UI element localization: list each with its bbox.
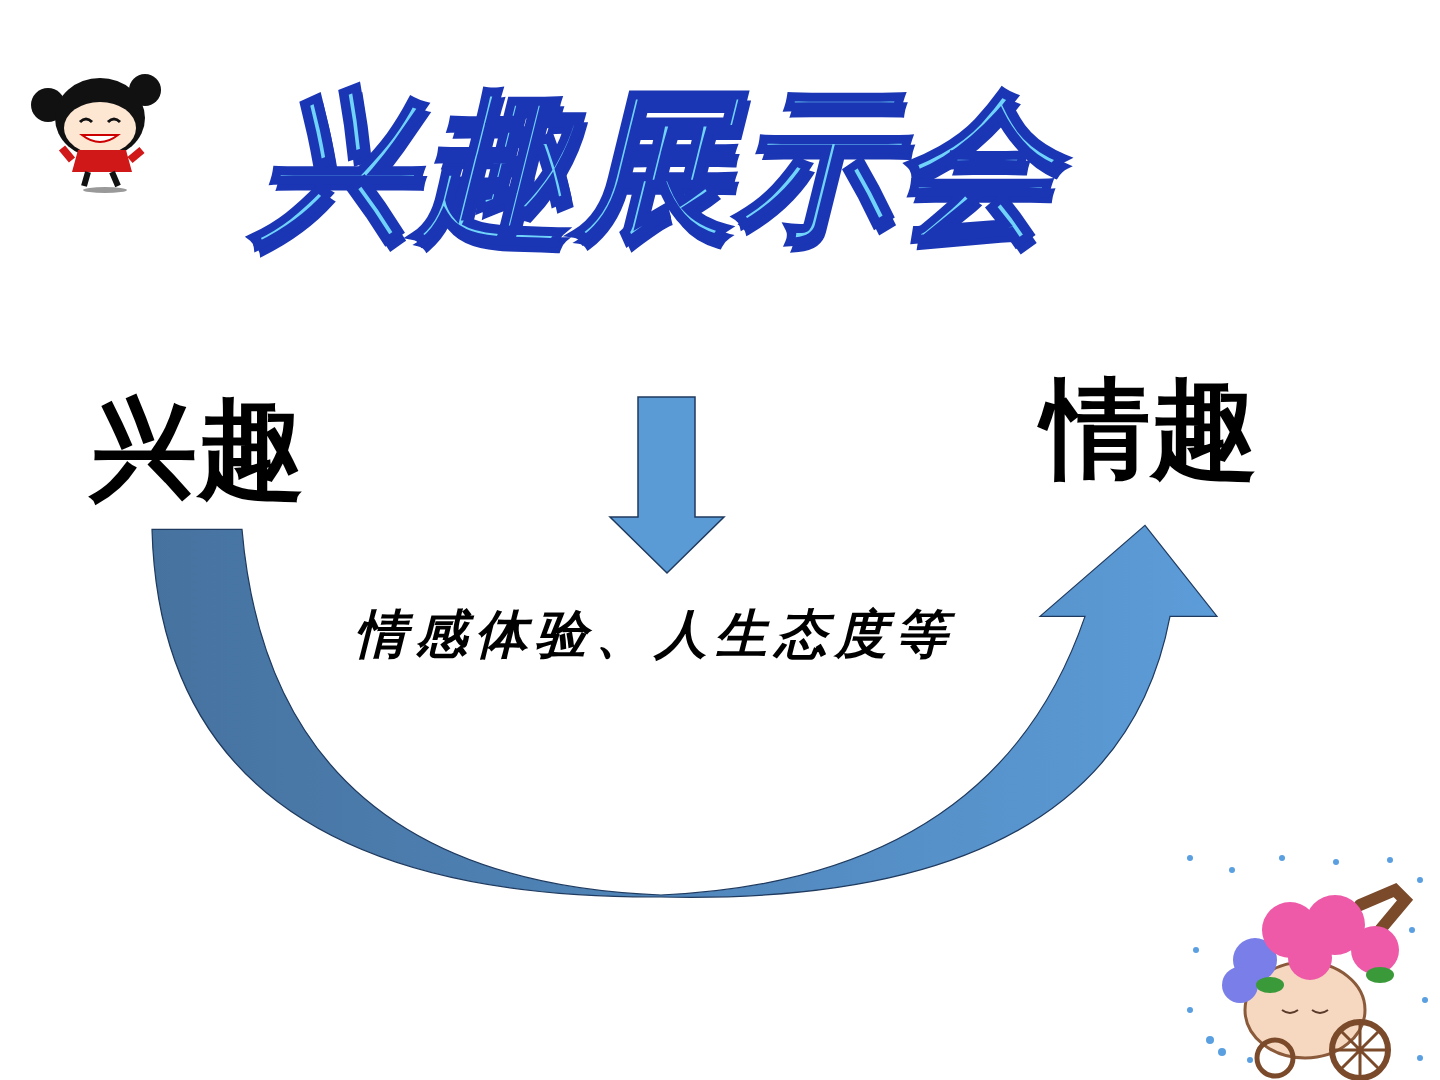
flower-cart bbox=[1187, 855, 1428, 1078]
title: 兴趣展示会 bbox=[246, 78, 1090, 254]
term-text: 情趣 bbox=[1042, 372, 1258, 485]
down-arrow bbox=[610, 397, 724, 573]
term-node: 情趣 bbox=[1042, 372, 1258, 485]
term-text: 兴趣 bbox=[89, 392, 305, 505]
cartoon-girl bbox=[31, 74, 161, 193]
term-node: 兴趣 bbox=[89, 392, 305, 505]
edge-label: 情感体验、人生态度等 bbox=[351, 600, 959, 670]
curved-arrow bbox=[152, 525, 1217, 897]
